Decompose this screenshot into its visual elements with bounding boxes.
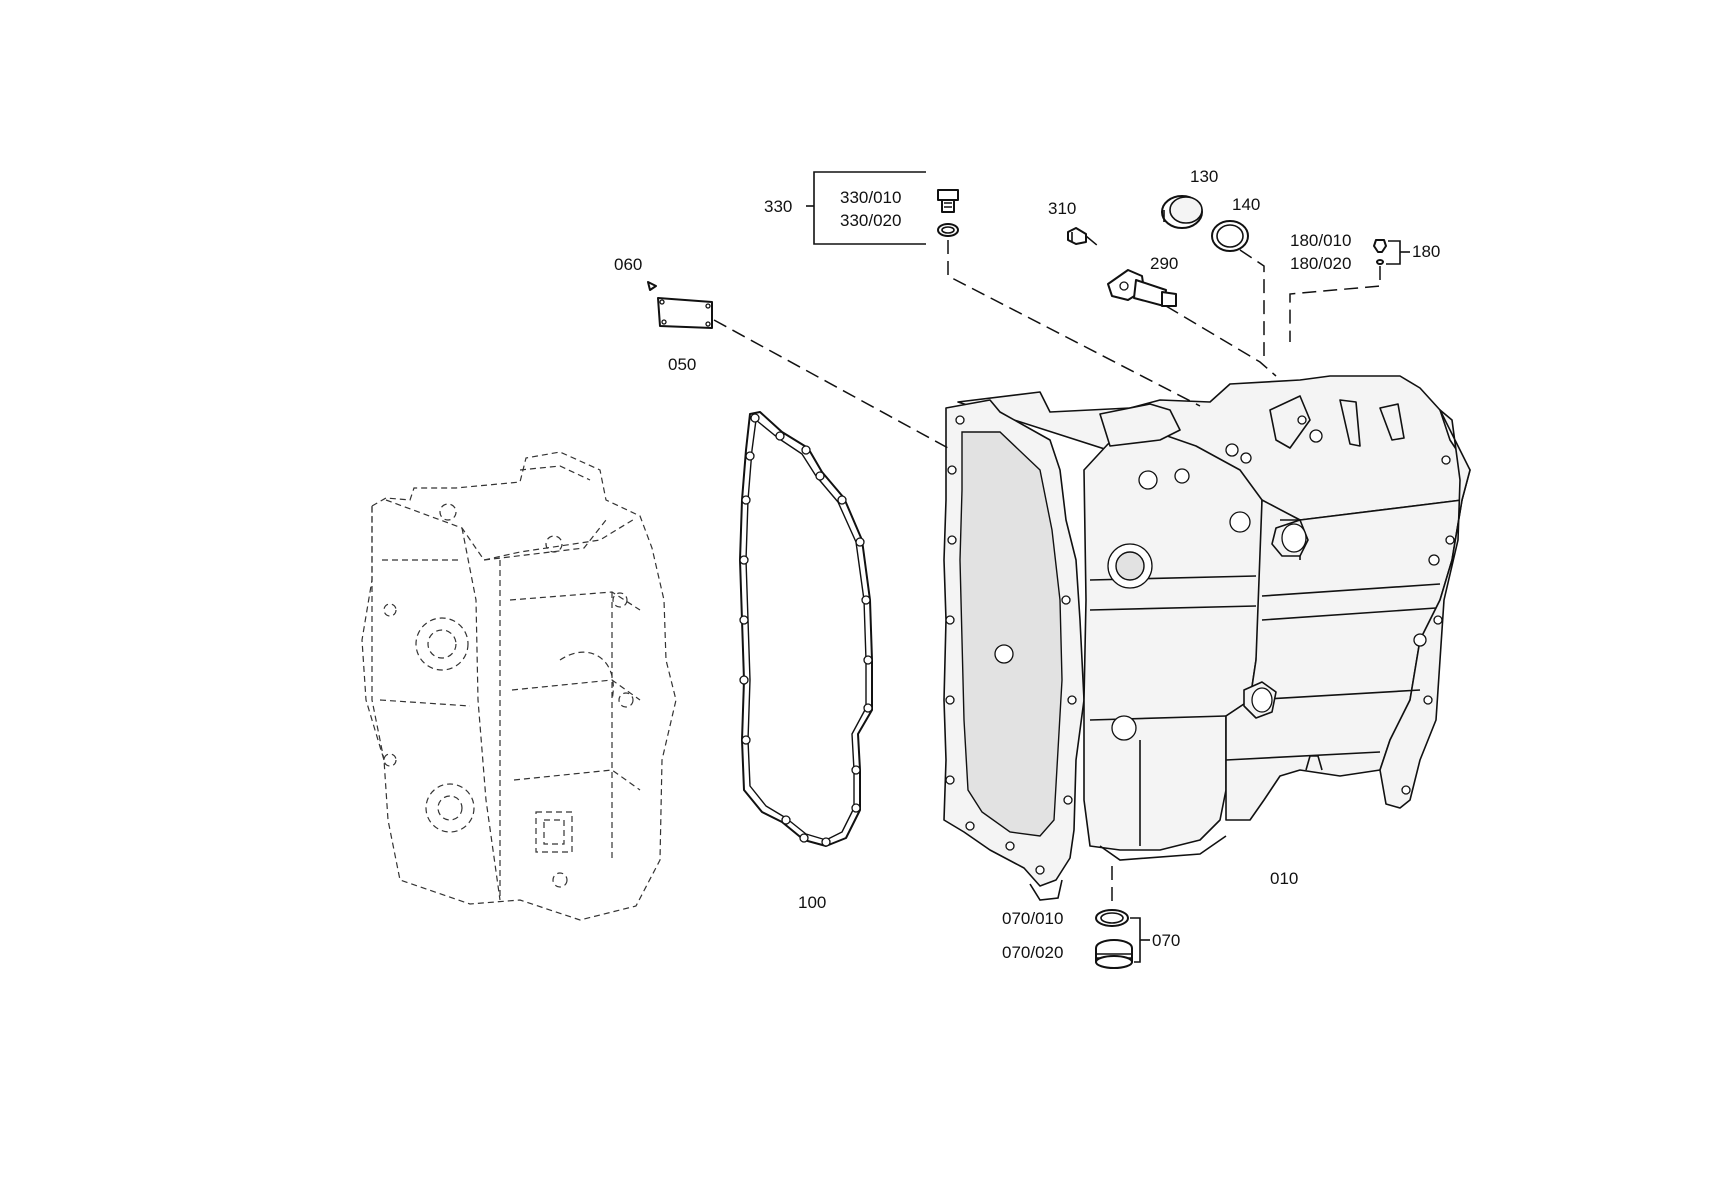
label-070-010: 070/010 <box>1002 909 1063 928</box>
label-290: 290 <box>1150 254 1178 273</box>
gasket-100 <box>739 411 873 847</box>
label-180-010: 180/010 <box>1290 231 1351 250</box>
plug-330-010 <box>937 189 959 213</box>
label-010: 010 <box>1270 869 1298 888</box>
ghost-housing-outline <box>361 451 677 921</box>
plug-070-020 <box>1095 939 1133 969</box>
label-330-020: 330/020 <box>840 211 901 230</box>
ring-330-020 <box>937 223 959 237</box>
plug-130 <box>1161 195 1203 229</box>
main-housing-010 <box>943 375 1471 901</box>
label-100: 100 <box>798 893 826 912</box>
label-070-020: 070/020 <box>1002 943 1063 962</box>
label-330-010: 330/010 <box>840 188 901 207</box>
screw-310 <box>1067 227 1087 245</box>
o-ring-140 <box>1211 220 1249 252</box>
screw-060 <box>647 281 657 291</box>
washer-180-020 <box>1376 259 1384 265</box>
label-050: 050 <box>668 355 696 374</box>
callout-brackets <box>806 171 1410 963</box>
label-140: 140 <box>1232 195 1260 214</box>
label-060: 060 <box>614 255 642 274</box>
ring-070-010 <box>1095 909 1129 927</box>
label-130: 130 <box>1190 167 1218 186</box>
part-labels: 330 330/010 330/020 310 130 140 290 180/… <box>614 167 1440 962</box>
label-180: 180 <box>1412 242 1440 261</box>
screw-180-010 <box>1373 239 1387 253</box>
label-310: 310 <box>1048 199 1076 218</box>
cover-plate-050 <box>657 297 713 329</box>
assembly-lines <box>713 235 1381 908</box>
label-070: 070 <box>1152 931 1180 950</box>
label-180-020: 180/020 <box>1290 254 1351 273</box>
sensor-290 <box>1107 269 1177 307</box>
label-330: 330 <box>764 197 792 216</box>
